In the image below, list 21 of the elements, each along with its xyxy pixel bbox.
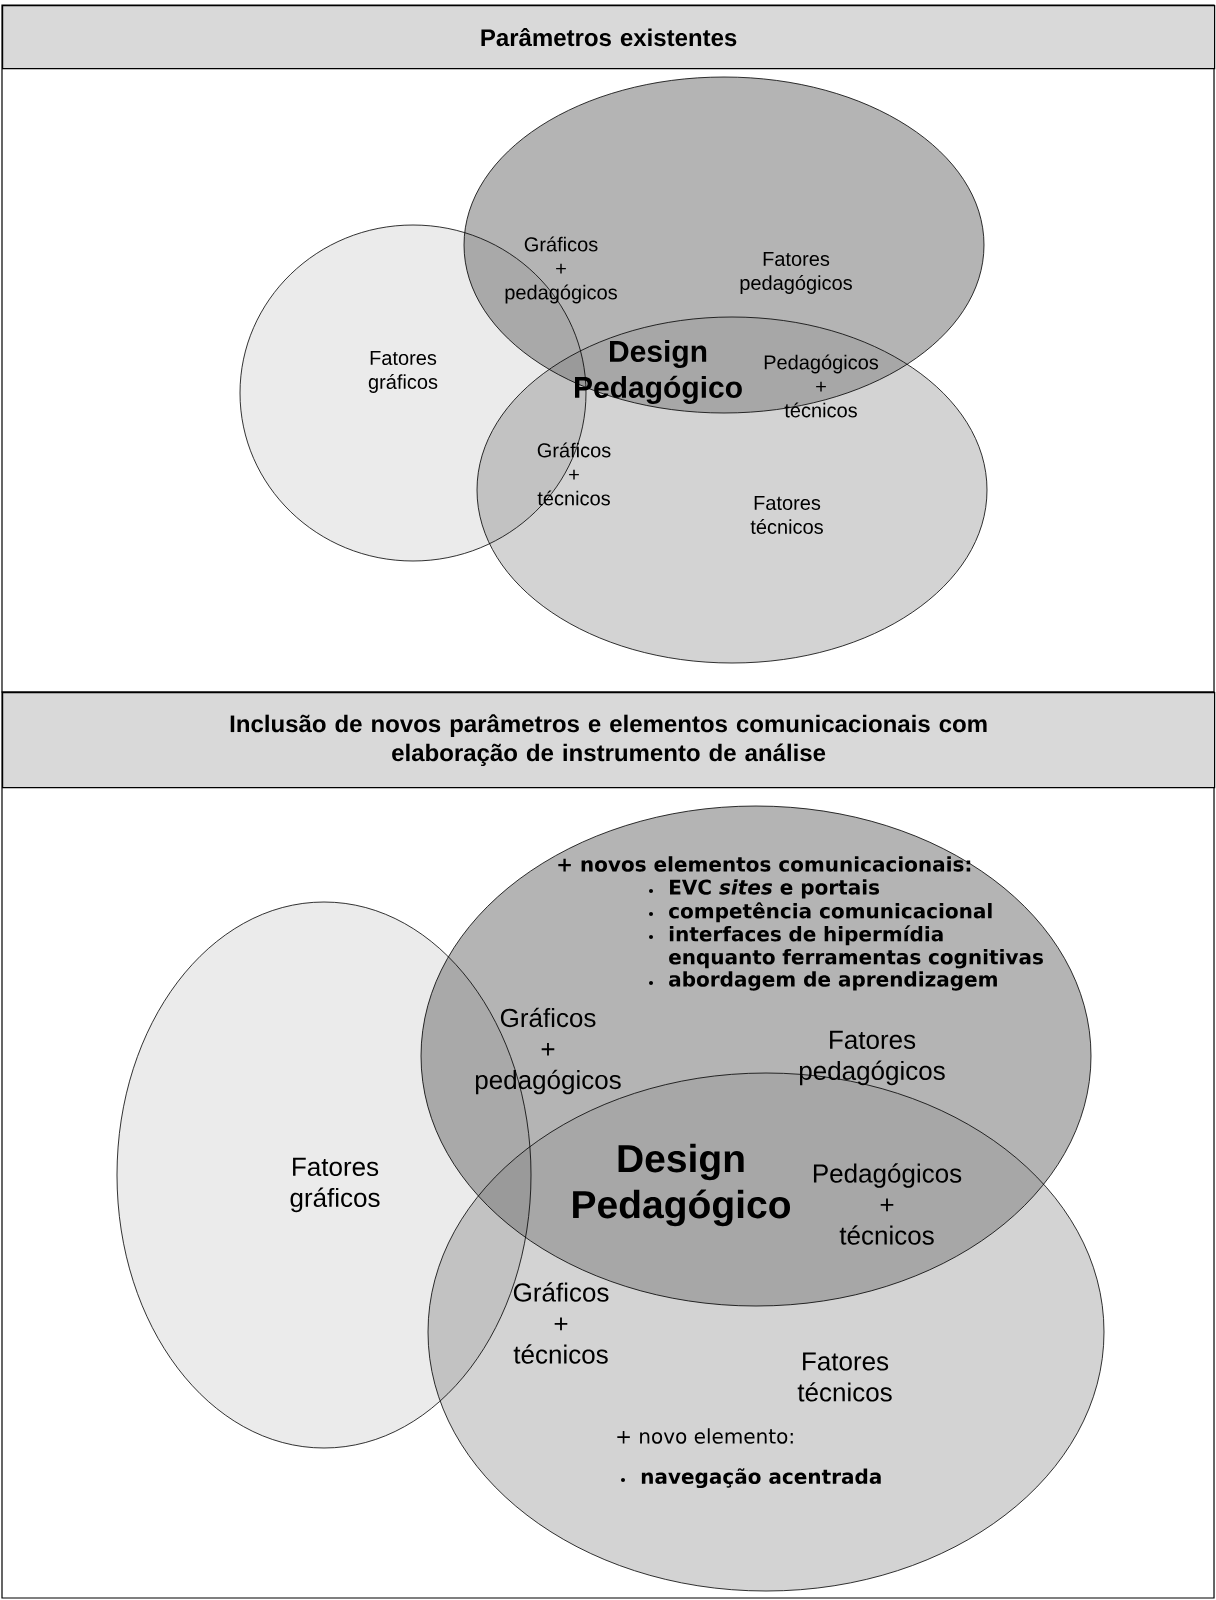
list-text: + novos elementos comunicacionais: xyxy=(558,856,971,872)
region-label: Gráficos + técnicos xyxy=(513,1282,609,1364)
region-label: Gráficos + pedagógicos xyxy=(505,236,617,304)
header-band: Parâmetros existentes xyxy=(2,5,1216,70)
region-label: Fatores pedagógicos xyxy=(799,1030,945,1086)
list-text: abordagem de aprendizagem xyxy=(669,971,997,991)
list-text: + novo elemento: xyxy=(617,1428,793,1444)
region-label: Pedagógicos + técnicos xyxy=(813,1163,962,1245)
header-band: Inclusão de novos parâmetros e elementos comunicacionais com elaboração de instrumento de análise xyxy=(2,692,1216,789)
region-label: Pedagógicos + técnicos xyxy=(764,354,879,418)
region-label: Fatores técnicos xyxy=(797,1352,892,1402)
region-label: Fatores gráficos xyxy=(368,351,438,393)
region-label: Design Pedagógico xyxy=(573,1143,790,1227)
list-text: competência comunicacional xyxy=(669,902,992,923)
region-label: Fatores gráficos xyxy=(290,1157,380,1213)
list-text: EVC sites e portais xyxy=(670,879,880,899)
region-label: Gráficos + pedagógicos xyxy=(475,1007,621,1095)
list-text: navegação acentrada xyxy=(641,1468,881,1489)
region-label: Gráficos + técnicos xyxy=(537,442,611,506)
region-label: Fatores técnicos xyxy=(750,496,823,534)
region-label: Fatores pedagógicos xyxy=(740,252,852,294)
